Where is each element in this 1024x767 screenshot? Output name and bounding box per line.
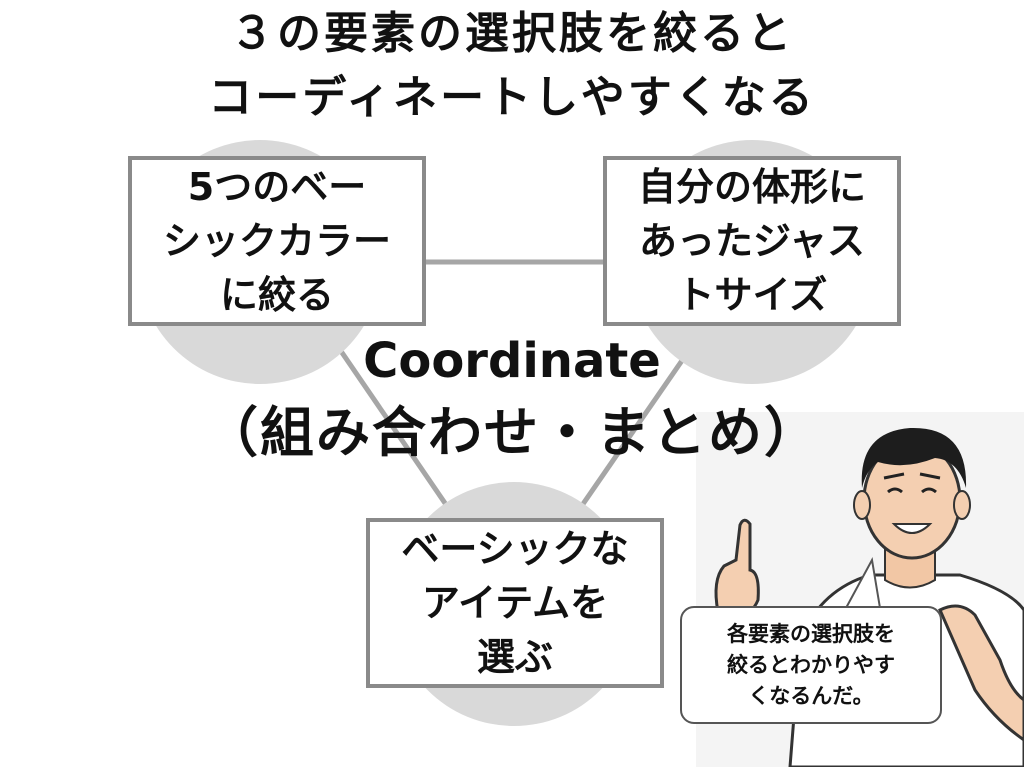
speech-bubble: 各要素の選択肢を 絞るとわかりやす くなるんだ。 bbox=[680, 606, 942, 724]
node-basic-items-label: ベーシックな アイテムを 選ぶ bbox=[401, 522, 628, 684]
center-label-japanese: （組み合わせ・まとめ） bbox=[0, 398, 1024, 468]
center-label-english: Coordinate bbox=[0, 330, 1024, 392]
node-just-size-label: 自分の体形に あったジャス トサイズ bbox=[638, 160, 866, 322]
title-line-1: ３の要素の選択肢を絞ると bbox=[0, 6, 1024, 62]
node-basic-colors-label: 5つのベー シックカラー に絞る bbox=[163, 160, 391, 322]
speech-bubble-text: 各要素の選択肢を 絞るとわかりやす くなるんだ。 bbox=[727, 619, 895, 712]
node-basic-colors: 5つのベー シックカラー に絞る bbox=[128, 156, 426, 326]
title-line-2: コーディネートしやすくなる bbox=[0, 70, 1024, 126]
node-basic-items: ベーシックな アイテムを 選ぶ bbox=[366, 518, 664, 688]
node-just-size: 自分の体形に あったジャス トサイズ bbox=[603, 156, 901, 326]
